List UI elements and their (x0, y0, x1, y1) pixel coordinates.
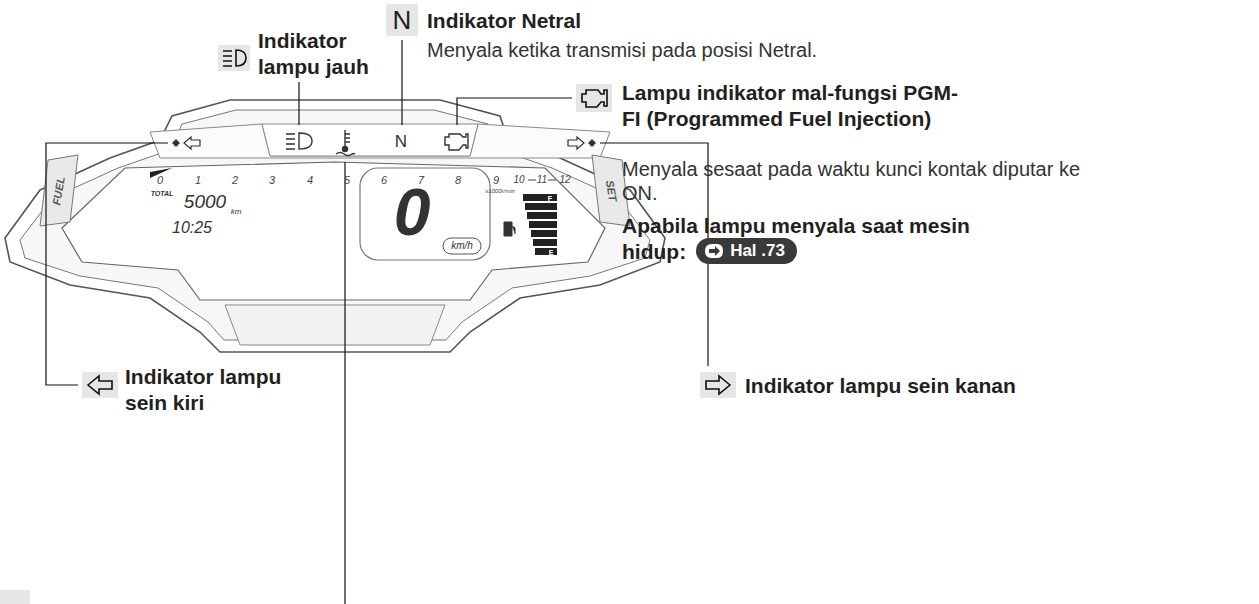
speed-value: 0 (394, 179, 431, 245)
speed-window (360, 168, 490, 260)
left-arrow-icon (82, 372, 118, 398)
tach-number: 5 (344, 175, 350, 186)
neutral-icon-box (386, 4, 418, 36)
callout-text: Indikator lampu jauh (258, 28, 388, 79)
neutral-lamp: N (395, 133, 407, 150)
turn-left-lamp (172, 137, 200, 149)
leader-lines (46, 40, 708, 604)
callout-text: Indikator Netral (427, 8, 581, 34)
tach-number: 12 (559, 175, 570, 185)
page-reference: Hal .73 (730, 241, 785, 261)
right-arrow-icon (700, 372, 736, 398)
clock-value: 10:25 (172, 220, 212, 236)
callout-note: Apabila lampu menyala saat mesin hidup: (622, 213, 1022, 264)
high-beam-icon (218, 45, 250, 71)
high-beam-lamp (286, 133, 312, 149)
lcd-panel (62, 162, 605, 300)
tach-number: 10 (513, 175, 524, 185)
tach-number: 3 (269, 175, 275, 186)
tach-number: 7 (418, 175, 424, 186)
arrow-symbol (703, 242, 725, 260)
tach-number: 1 (195, 175, 201, 186)
tach-unit: x1000r/min (485, 188, 515, 194)
unit-pill (443, 238, 481, 254)
meter-housing (5, 100, 665, 352)
callout-text: Lampu indikator mal-fungsi PGM-FI (Progr… (622, 80, 962, 131)
engine-lamp (445, 134, 468, 150)
callout-text: Indikator lampu sein kanan (745, 373, 1016, 399)
callout-text: Indikator lampu sein kiri (125, 364, 315, 415)
engine-icon (576, 84, 612, 112)
button-label: SET (604, 180, 619, 203)
odometer-label: TOTAL (151, 190, 174, 197)
tach-number: 11 (537, 175, 547, 185)
meter-chin (225, 305, 445, 345)
neutral-symbol: N (393, 7, 412, 33)
page-reference-pill: Hal .73 (696, 238, 797, 264)
indicator-band (150, 124, 610, 158)
tach-number: 9 (493, 175, 499, 186)
speed-unit: km/h (451, 241, 473, 251)
odometer-unit: km (231, 208, 242, 216)
turn-right-lamp (568, 137, 596, 149)
indicator-window (262, 124, 478, 156)
temperature-lamp (336, 130, 355, 156)
callout-note: Menyala ketika transmisi pada posisi Net… (427, 38, 847, 62)
fuel-mark: E (549, 249, 554, 256)
tach-number: 8 (455, 175, 461, 186)
tach-number: 0 (157, 175, 163, 186)
tach-number: 2 (232, 175, 238, 186)
callout-note: Menyala sesaat pada waktu kunci kontak d… (622, 157, 1092, 206)
tach-number: 6 (381, 175, 387, 186)
fuel-gauge (504, 194, 557, 255)
fuel-mark: F (548, 195, 552, 202)
temperature-icon-box (0, 590, 30, 604)
tach-number: 4 (307, 175, 313, 186)
odometer-value: 5000 (184, 192, 226, 211)
